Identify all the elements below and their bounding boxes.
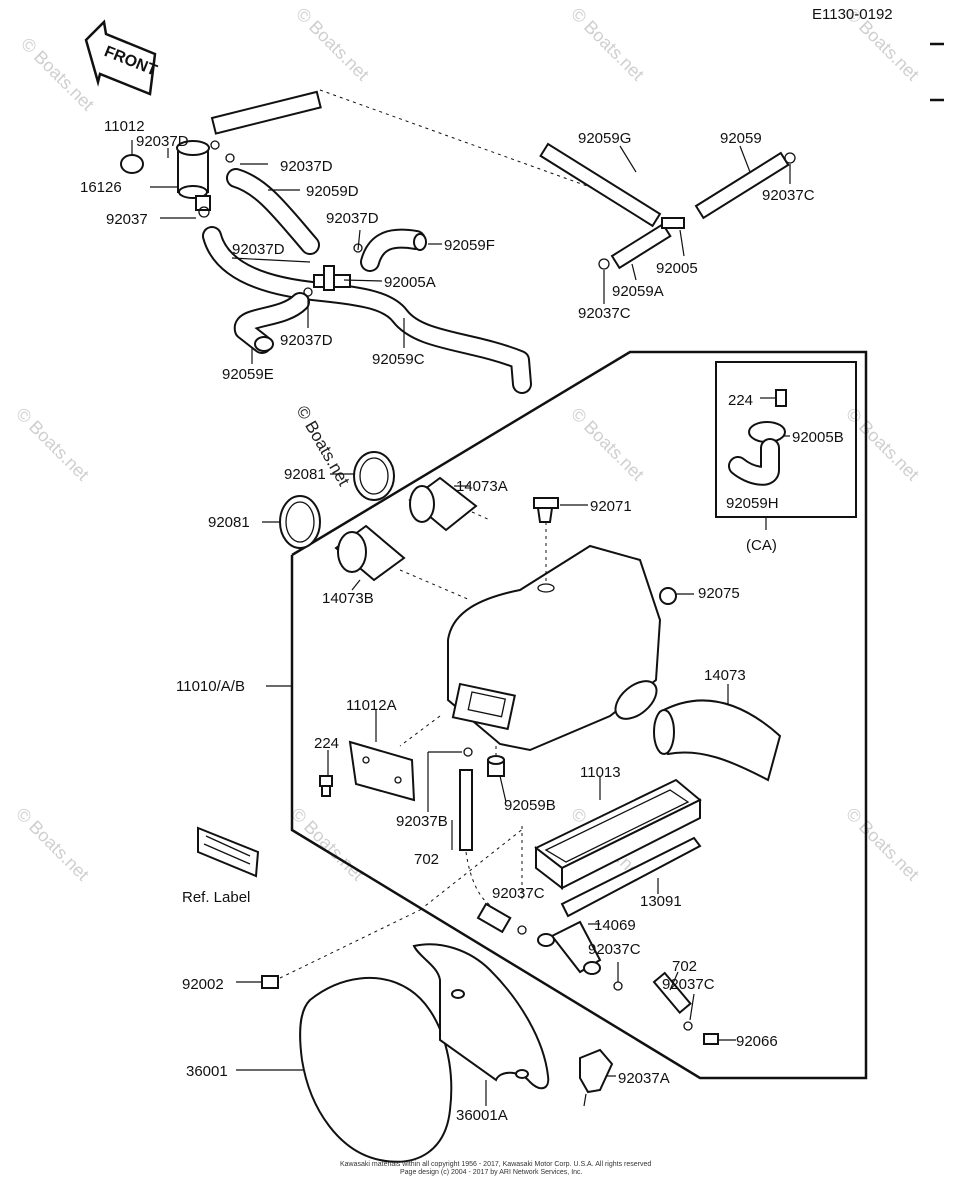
ref-label-part [197,826,260,878]
filter-element [534,776,702,918]
label-92066: 92066 [736,1033,778,1050]
watermark: © Boats.net [12,804,93,885]
label-14073b: 14073B [322,590,374,607]
label-702: 702 [414,851,439,868]
label-92002: 92002 [182,976,224,993]
watermark: © Boats.net [12,404,93,485]
footer-page-design: Page design (c) 2004 - 2017 by ARI Netwo… [400,1169,583,1176]
plate-11012a [319,710,441,802]
label-92059: 92059 [720,130,762,147]
drain-parts [427,746,527,935]
label-92037c: 92037C [492,885,545,902]
ca-inset [715,361,857,530]
part-labels: 11012 92037D 92037D 16126 92059D 92037 9… [80,118,844,1124]
label-13091: 13091 [640,893,682,910]
label-92037d: 92037D [232,241,285,258]
label-92059b: 92059B [504,797,556,814]
airbox [266,497,694,752]
label-92005a: 92005A [384,274,436,291]
intake-ducts [262,451,491,601]
lower-drain-parts [537,920,736,1045]
label-92037b: 92037B [396,813,448,830]
label-224-ca: 224 [728,392,753,409]
front-arrow-icon: FRONT [84,19,159,96]
label-11012: 11012 [104,118,145,135]
label-92005b: 92005B [792,429,844,446]
label-92071: 92071 [590,498,632,515]
leader-lines-upper-left [131,140,442,364]
label-92059f: 92059F [444,237,495,254]
label-92081: 92081 [284,466,326,483]
label-36001: 36001 [186,1063,228,1080]
watermark: © Boats.net [17,34,98,115]
duct-14073 [653,684,782,782]
label-11013: 11013 [580,764,621,781]
drawing-code: E1130-0192 [812,6,893,23]
label-224: 224 [314,735,339,752]
label-92005: 92005 [656,260,698,277]
label-14073a: 14073A [456,478,508,495]
label-92059e: 92059E [222,366,274,383]
footer-copyright: Kawasaki materials within all copyright … [340,1161,651,1168]
label-92059a: 92059A [612,283,664,300]
upper-right-hoses [539,142,796,304]
label-92059c: 92059C [372,351,425,368]
label-92059h: 92059H [726,495,779,512]
label-16126: 16126 [80,179,122,196]
label-92075: 92075 [698,585,740,602]
watermark: © Boats.net [842,404,923,485]
label-14073: 14073 [704,667,746,684]
watermark: © Boats.net [287,804,368,885]
label-11010-a-b: 11010/A/B [176,678,245,695]
label-92037d: 92037D [280,158,333,175]
watermark: © Boats.net [292,4,373,85]
label-92037c: 92037C [588,941,641,958]
label-92059g: 92059G [578,130,631,147]
label-36001a: 36001A [456,1107,508,1124]
upper-hose-assembly [120,90,532,394]
label-702: 702 [672,958,697,975]
watermark: © Boats.net [567,4,648,85]
label-11012a: 11012A [346,697,397,714]
label-92037: 92037 [106,211,148,228]
watermark: © Boats.net [567,404,648,485]
watermark: © Boats.net [842,804,923,885]
label-92037d: 92037D [326,210,379,227]
label-92037d: 92037D [136,133,189,150]
label-92037a: 92037A [618,1070,670,1087]
label-92037c: 92037C [762,187,815,204]
label-92037c: 92037C [578,305,631,322]
label-ca: (CA) [746,537,777,554]
label-ref-label: Ref. Label [182,889,250,906]
label-92059d: 92059D [306,183,359,200]
assembly-frame [290,350,868,1080]
label-92037c: 92037C [662,976,715,993]
side-covers [236,827,616,1163]
label-92081: 92081 [208,514,250,531]
label-92037d: 92037D [280,332,333,349]
label-14069: 14069 [594,917,636,934]
